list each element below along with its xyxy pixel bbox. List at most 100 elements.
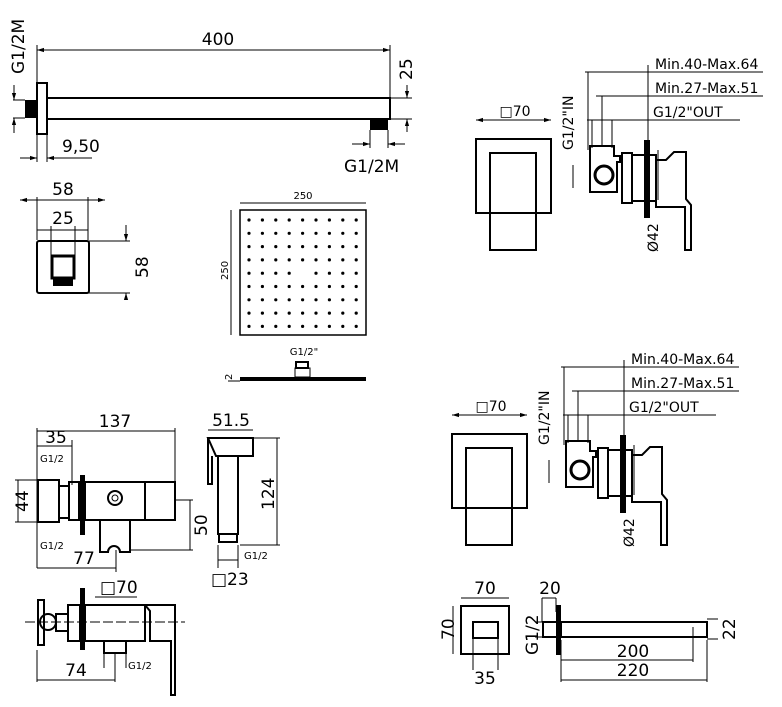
spray-width-label: 51.5 xyxy=(212,411,250,431)
valve-drop-label: 50 xyxy=(192,514,212,536)
mixer-top-depth-min-label: Min.27-Max.51 xyxy=(655,81,758,97)
nozzle-dot xyxy=(247,298,251,302)
nozzle-dot xyxy=(354,298,358,302)
spout-length-label: 220 xyxy=(617,661,649,681)
arm-inlet-thread-label: G1/2M xyxy=(9,19,29,74)
nozzle-dot xyxy=(314,218,318,222)
nozzle-dot xyxy=(247,231,251,235)
spout-drawing: 70 70 35 20 G1/2 22 200 220 xyxy=(439,579,740,689)
nozzle-dot xyxy=(247,245,251,249)
nozzle-dot xyxy=(354,271,358,275)
nozzle-dot xyxy=(287,258,291,262)
nozzle-dot xyxy=(287,245,291,249)
nozzle-dot xyxy=(354,231,358,235)
arm-length-label: 400 xyxy=(202,30,234,50)
nozzle-dot xyxy=(341,218,345,222)
valve-length-label: 137 xyxy=(99,412,131,432)
spout-height-label: 22 xyxy=(720,618,740,640)
mixer-bottom-depth-min-label: Min.27-Max.51 xyxy=(631,376,734,392)
mixer-top-inlet-label: G1/2"IN xyxy=(561,96,577,150)
nozzle-dot xyxy=(354,284,358,289)
mixer-bottom-diameter-label: Ø42 xyxy=(622,518,638,547)
nozzle-dot xyxy=(260,271,264,275)
nozzle-dot xyxy=(341,284,345,289)
valve-depth-label: 35 xyxy=(45,428,67,448)
nozzle-dot xyxy=(274,258,278,262)
nozzle-dot xyxy=(341,271,345,275)
arm-outlet-thread-label: G1/2M xyxy=(344,157,399,177)
nozzle-dot xyxy=(287,231,291,235)
nozzle-dot xyxy=(341,311,345,315)
nozzle-dot xyxy=(314,284,318,289)
arm-height-label: 25 xyxy=(397,58,417,80)
nozzle-dot xyxy=(341,258,345,262)
nozzle-dot xyxy=(287,311,291,315)
spout-inner-length-label: 200 xyxy=(617,642,649,662)
nozzle-dot xyxy=(274,324,278,328)
spout-inner-width-label: 35 xyxy=(474,669,496,689)
nozzle-dot xyxy=(327,218,331,222)
nozzle-dot xyxy=(301,258,305,262)
bidet-mixer-offset-label: 74 xyxy=(65,661,87,681)
spout-plate-height-label: 70 xyxy=(439,618,459,640)
nozzle-dot xyxy=(301,231,305,235)
nozzle-dot xyxy=(301,298,305,302)
wall-flange-drawing: 58 25 58 xyxy=(20,180,153,300)
nozzle-dot xyxy=(314,298,318,302)
nozzle-dot xyxy=(327,311,331,315)
spout-plate-width-label: 70 xyxy=(474,579,496,599)
head-thread-label: G1/2" xyxy=(290,347,318,358)
shower-arm-drawing: 400 25 G1/2M 9,50 G1/2M xyxy=(9,19,417,177)
nozzle-dot xyxy=(354,258,358,262)
nozzle-dot xyxy=(314,324,318,328)
valve-thread-bottom-label: G1/2 xyxy=(40,541,64,552)
nozzle-dot xyxy=(287,324,291,328)
nozzle-dot xyxy=(327,298,331,302)
bidet-mixer-plate-label: □70 xyxy=(100,578,138,598)
concealed-mixer-top-drawing: □70 Min.40-Max.64 Min.27-Max.51 G1/2"OUT… xyxy=(475,57,763,252)
nozzle-dot xyxy=(314,311,318,315)
nozzle-dot xyxy=(354,324,358,328)
nozzle-dot xyxy=(354,311,358,315)
nozzle-dot xyxy=(301,245,305,249)
flange-height-label: 58 xyxy=(133,256,153,278)
bidet-mixer-thread-label: G1/2 xyxy=(128,661,152,672)
nozzle-dot xyxy=(260,245,264,249)
mixer-bottom-depth-max-label: Min.40-Max.64 xyxy=(631,352,734,368)
valve-height-label: 44 xyxy=(13,490,33,512)
nozzle-dot xyxy=(260,324,264,328)
nozzle-dot xyxy=(327,324,331,328)
nozzle-dot xyxy=(354,245,358,249)
nozzle-dot xyxy=(247,311,251,315)
mixer-bottom-inlet-label: G1/2"IN xyxy=(537,391,553,445)
nozzle-dot xyxy=(354,218,358,222)
nozzle-dot xyxy=(314,258,318,262)
nozzle-dot xyxy=(247,324,251,328)
nozzle-dot xyxy=(274,218,278,222)
nozzle-dot xyxy=(327,271,331,275)
nozzle-dot xyxy=(247,284,251,289)
nozzle-dot xyxy=(260,258,264,262)
nozzle-dot xyxy=(301,284,305,289)
spout-thread-label: G1/2 xyxy=(523,614,543,655)
mixer-top-diameter-label: Ø42 xyxy=(646,223,662,252)
nozzle-dot xyxy=(327,245,331,249)
head-thickness-label: 2 xyxy=(224,374,235,380)
nozzle-dot xyxy=(247,218,251,222)
nozzle-dot xyxy=(260,298,264,302)
mixer-top-outlet-label: G1/2"OUT xyxy=(653,105,723,121)
spray-length-label: 124 xyxy=(259,478,279,510)
nozzle-dot-grid xyxy=(247,218,358,328)
nozzle-dot xyxy=(301,218,305,222)
nozzle-dot xyxy=(341,298,345,302)
nozzle-dot xyxy=(327,284,331,289)
flange-width-label: 58 xyxy=(52,180,74,200)
nozzle-dot xyxy=(301,324,305,328)
nozzle-dot xyxy=(274,271,278,275)
bidet-mixer-drawing: □70 74 G1/2 xyxy=(25,578,185,696)
nozzle-dot xyxy=(274,311,278,315)
valve-thread-top-label: G1/2 xyxy=(40,454,64,465)
nozzle-dot xyxy=(301,311,305,315)
head-width-label: 250 xyxy=(293,191,312,202)
